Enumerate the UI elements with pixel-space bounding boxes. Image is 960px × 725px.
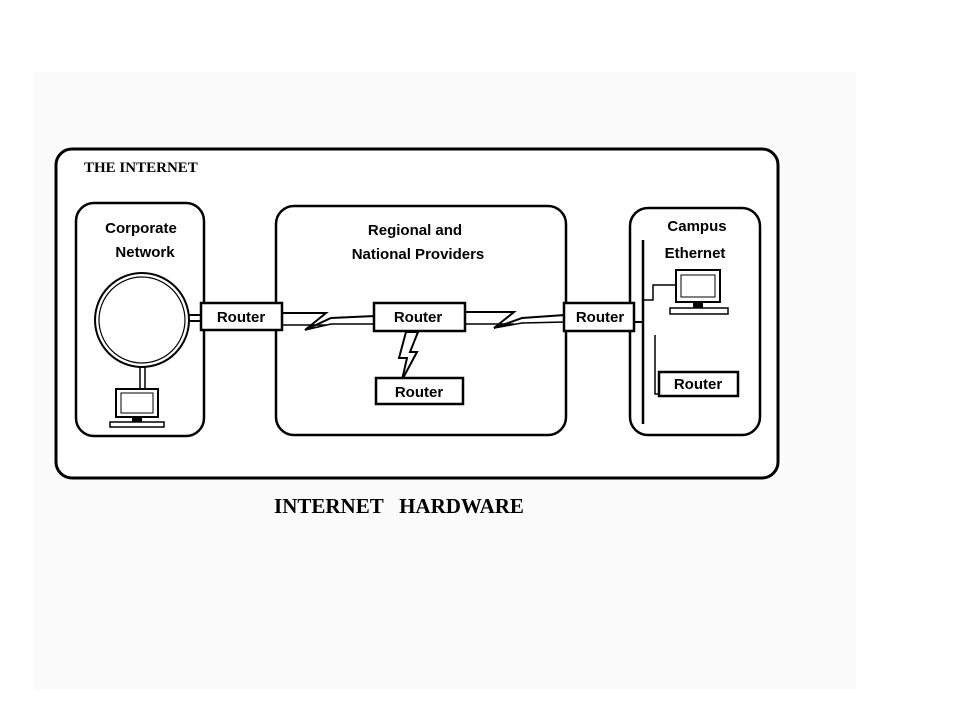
router-center-label: Router: [394, 309, 442, 326]
corporate-title-line2: Network: [115, 244, 175, 261]
router-campus-label: Router: [674, 376, 722, 393]
computer-icon-campus: [669, 269, 729, 315]
router-right-label: Router: [576, 309, 624, 326]
regional-title-line1: Regional and: [368, 222, 462, 239]
campus-title-line1: Campus: [667, 218, 726, 235]
link-left-to-center-lower: [282, 323, 375, 331]
router-center-lower: Router: [374, 376, 465, 406]
campus-title-line2: Ethernet: [665, 245, 726, 262]
token-ring-inner: [98, 276, 186, 364]
router-center: Router: [372, 301, 467, 333]
campus-computer-link: [643, 284, 676, 301]
link-center-to-right-lower: [465, 321, 566, 329]
diagram-caption: INTERNET HARDWARE: [274, 494, 524, 518]
corporate-title-line1: Corporate: [105, 220, 177, 237]
router-right: Router: [562, 301, 636, 333]
computer-icon-corporate: [109, 388, 165, 428]
campus-ethernet-box: [628, 206, 762, 437]
router-left-label: Router: [217, 309, 265, 326]
internet-label: THE INTERNET: [84, 160, 198, 176]
router-left: Router: [199, 301, 284, 332]
router-center-lower-label: Router: [395, 384, 443, 401]
router-campus: Router: [657, 370, 740, 398]
regional-title-line2: National Providers: [352, 246, 485, 263]
wireless-link-bolt: [397, 331, 420, 381]
